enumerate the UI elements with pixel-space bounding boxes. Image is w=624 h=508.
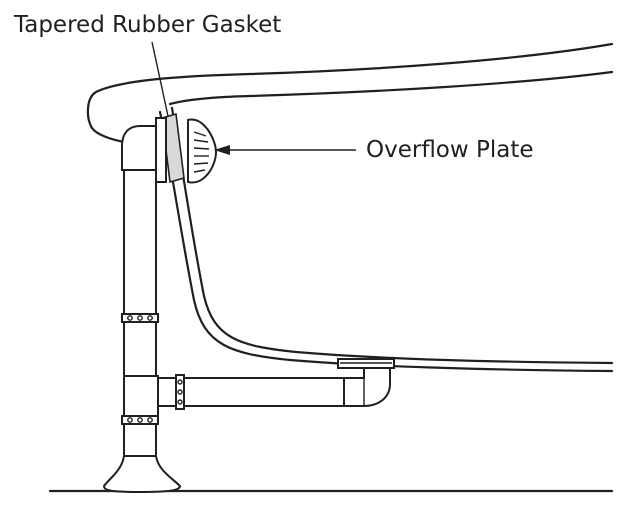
overflow-flange <box>155 117 167 183</box>
tub-wall-inner <box>170 106 614 365</box>
horizontal-coupling-bolts <box>177 379 183 405</box>
tub-rim <box>86 42 614 145</box>
overflow-plate-vents <box>193 131 210 173</box>
gasket-leader-line <box>151 41 169 117</box>
floor-foot <box>102 455 182 494</box>
overflow-plate <box>187 118 218 184</box>
upper-coupling-bolts <box>127 315 153 321</box>
drain-elbow <box>343 367 391 407</box>
vertical-overflow-pipe-lower <box>123 321 157 379</box>
drain-tee <box>123 375 159 417</box>
overflow-arrow-head <box>214 145 230 155</box>
horizontal-coupling <box>175 374 185 410</box>
label-overflow-plate: Overflow Plate <box>366 137 534 163</box>
tub-wall-outer <box>158 110 614 373</box>
tapered-rubber-gasket <box>161 112 185 184</box>
tail-pipe <box>123 423 157 459</box>
overflow-elbow <box>121 125 157 171</box>
lower-coupling-bolts <box>127 417 153 423</box>
tub-rim-inner <box>168 70 614 106</box>
label-tapered-rubber-gasket: Tapered Rubber Gasket <box>14 12 282 38</box>
vertical-overflow-pipe-upper <box>123 169 157 317</box>
horizontal-drain-pipe <box>157 377 345 407</box>
